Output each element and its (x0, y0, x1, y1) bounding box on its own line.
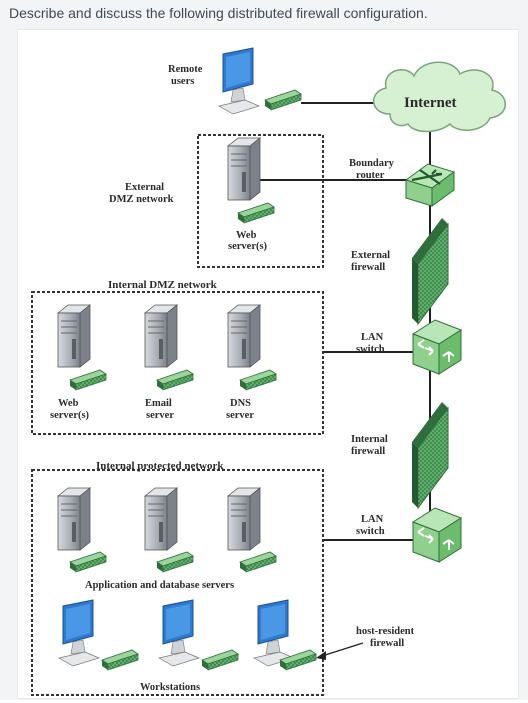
dns-server-label: DNS server (226, 398, 254, 421)
internal-web-server-label: Web server(s) (50, 398, 90, 421)
app-server-2-icon (144, 487, 178, 551)
internal-web-server-host-firewall-icon (69, 369, 107, 391)
external-dmz-zone (197, 134, 324, 268)
app-server-2-host-firewall-icon (156, 551, 194, 573)
lan-switch-1-label: LAN switch (356, 332, 386, 355)
workstations-label: Workstations (140, 682, 200, 693)
dns-server-host-firewall-icon (239, 369, 277, 391)
external-web-server-label: Web server(s) (228, 230, 268, 252)
email-server-host-firewall-icon (156, 369, 194, 391)
external-dmz-label: External DMZ network (109, 182, 174, 205)
host-resident-firewall-label: host-resident firewall (356, 626, 417, 649)
workstation-2-host-firewall-icon (201, 649, 239, 671)
internal-dmz-label: Internal DMZ network (108, 279, 218, 291)
internal-protected-label: Internal protected network (96, 460, 224, 472)
workstation-1-host-firewall-icon (101, 649, 139, 671)
app-server-3-icon (227, 487, 261, 551)
remote-users-host-firewall-icon (264, 89, 302, 111)
internet-label: Internet (404, 95, 457, 111)
app-server-1-host-firewall-icon (69, 551, 107, 573)
external-firewall-label: External firewall (351, 250, 393, 273)
host-resident-firewall-arrow (316, 642, 364, 660)
workstation-2-icon (158, 599, 200, 667)
boundary-router-icon (404, 163, 456, 207)
app-server-1-icon (57, 487, 91, 551)
workstation-3-icon (253, 599, 295, 667)
lan-switch-icon (412, 507, 462, 563)
email-server-icon (144, 304, 178, 368)
lan-switch-icon (412, 319, 462, 375)
firewall-diagram: Remote users Internet Boundary router Ex… (18, 30, 518, 698)
internet-cloud-icon: Internet (373, 61, 506, 133)
internal-web-server-icon (57, 304, 91, 368)
workstation-1-icon (58, 599, 100, 667)
internal-protected-zone (31, 469, 324, 696)
internal-firewall-label: Internal firewall (351, 434, 390, 457)
remote-users-label: Remote users (168, 64, 205, 87)
backbone-cable (258, 102, 431, 541)
lan-switch-2-label: LAN switch (356, 514, 386, 537)
external-web-server-icon (227, 137, 261, 201)
app-db-servers-label: Application and database servers (85, 580, 234, 591)
question-text: Describe and discuss the following distr… (9, 5, 428, 21)
app-server-3-host-firewall-icon (239, 551, 277, 573)
remote-users-workstation (218, 47, 260, 115)
boundary-router-label: Boundary router (349, 158, 397, 181)
internal-dmz-zone (31, 291, 324, 435)
workstation-3-host-firewall-icon (279, 649, 317, 671)
external-web-server-host-firewall-icon (237, 202, 275, 224)
email-server-label: Email server (145, 398, 174, 421)
dns-server-icon (227, 304, 261, 368)
